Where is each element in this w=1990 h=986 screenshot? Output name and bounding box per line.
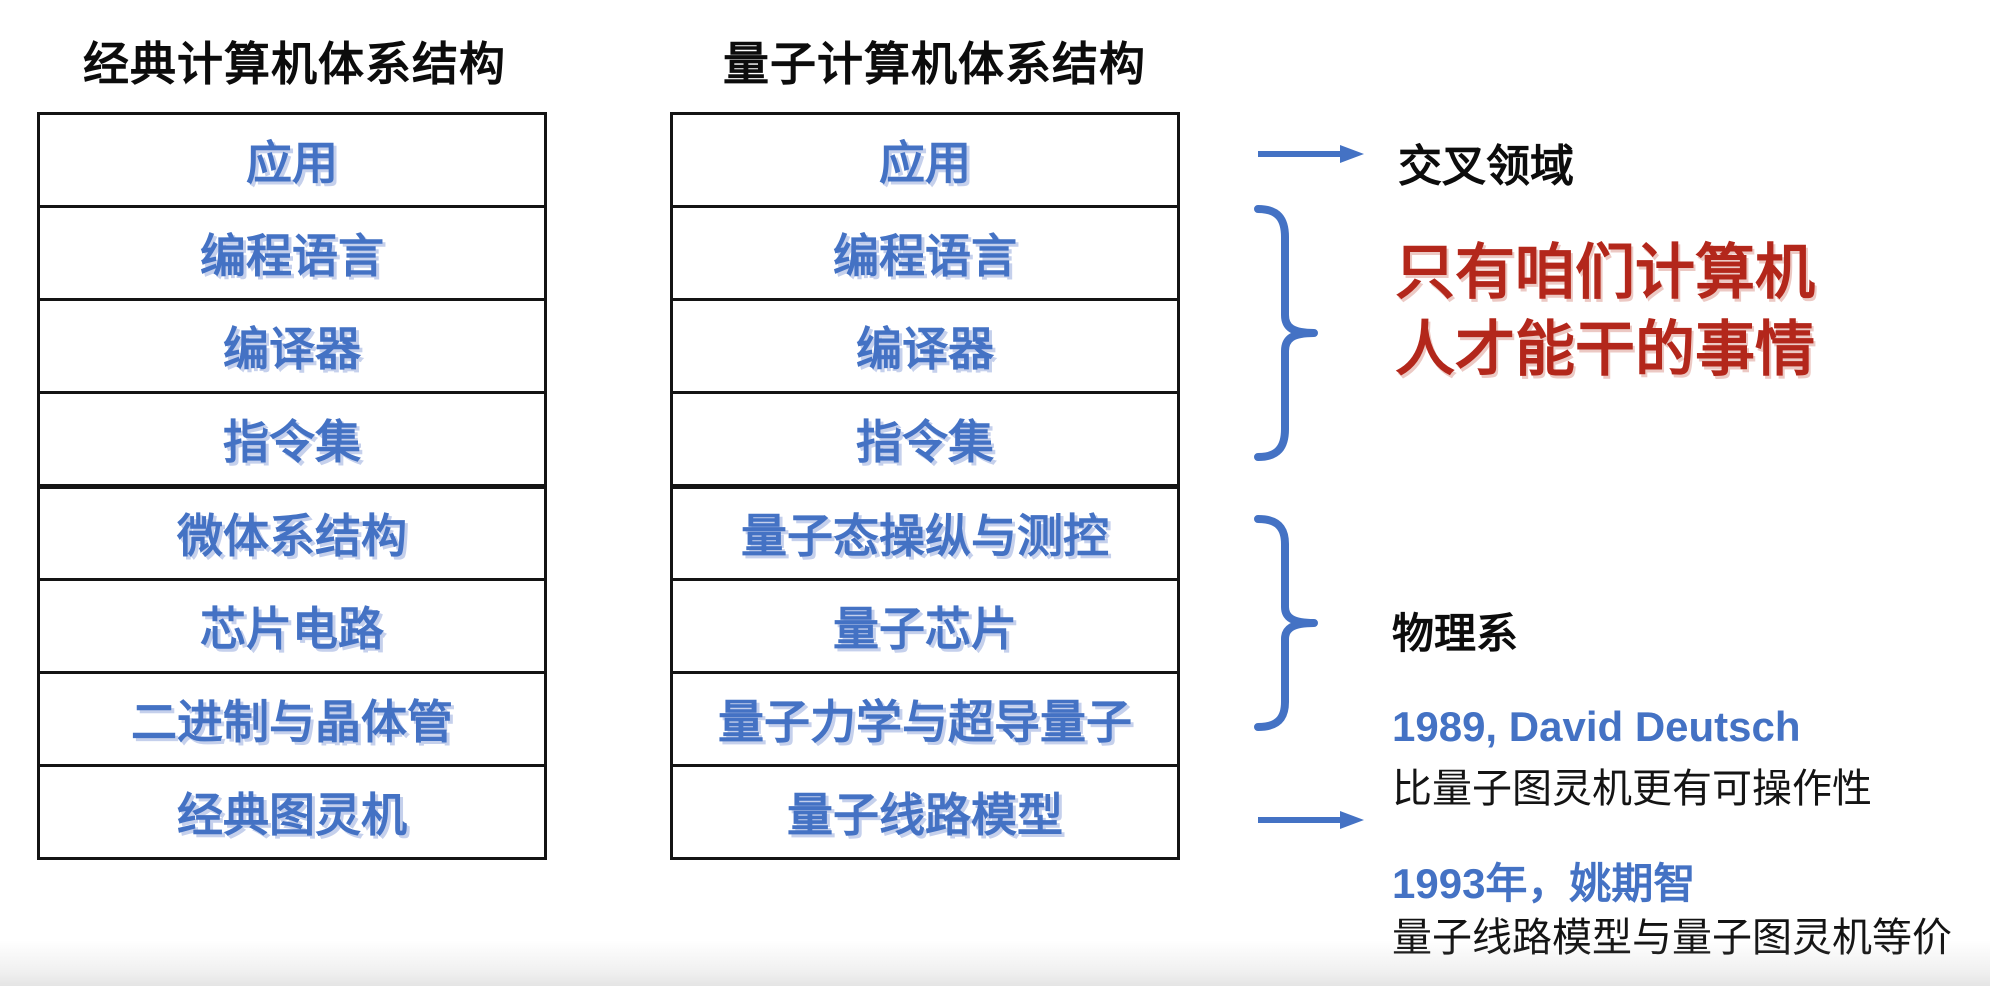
quantum-column-title: 量子计算机体系结构 <box>723 38 1146 90</box>
quantum-architecture-stack: 应用 编程语言 编译器 指令集 量子态操纵与测控 量子芯片 量子力学与超导量子 … <box>670 112 1180 860</box>
brace-icon <box>1254 515 1318 731</box>
deutsch-1989-heading: 1989, David Deutsch <box>1392 703 1801 750</box>
layer-programming-language: 编程语言 <box>673 204 1177 298</box>
deutsch-1989-note: 比量子图灵机更有可操作性 <box>1392 767 1872 811</box>
arrow-right-icon <box>1258 811 1364 829</box>
layer-classical-turing-machine: 经典图灵机 <box>40 764 544 857</box>
layer-programming-language: 编程语言 <box>40 204 544 298</box>
layer-quantum-circuit-model: 量子线路模型 <box>673 764 1177 857</box>
layer-quantum-chip: 量子芯片 <box>673 578 1177 671</box>
quantum-software-layers: 应用 编程语言 编译器 指令集 <box>673 115 1177 484</box>
layer-application: 应用 <box>246 136 338 189</box>
layer-compiler: 编译器 <box>673 297 1177 391</box>
bottom-fade-strip <box>0 940 1990 986</box>
layer-instruction-set: 指令集 <box>673 390 1177 484</box>
quantum-hardware-layers: 量子态操纵与测控 量子芯片 量子力学与超导量子 量子线路模型 <box>673 483 1177 858</box>
layer-instruction-set: 指令集 <box>40 390 544 484</box>
layer-application: 应用 <box>879 136 971 189</box>
brace-icon <box>1254 205 1318 461</box>
classical-architecture-stack: 应用 编程语言 编译器 指令集 微体系结构 芯片电路 二进制与晶体管 经典图灵机 <box>37 112 547 860</box>
cs-only-line1: 只有咱们计算机 <box>1395 239 1815 306</box>
yao-1993-note: 量子线路模型与量子图灵机等价 <box>1392 916 1952 960</box>
cs-only-line2: 人才能干的事情 <box>1395 316 1815 383</box>
layer-binary-transistor: 二进制与晶体管 <box>40 671 544 764</box>
classical-hardware-layers: 微体系结构 芯片电路 二进制与晶体管 经典图灵机 <box>40 483 544 858</box>
layer-quantum-state-control: 量子态操纵与测控 <box>741 510 1109 563</box>
layer-microarchitecture: 微体系结构 <box>177 510 407 563</box>
classical-column-title: 经典计算机体系结构 <box>83 38 506 90</box>
cs-only-callout: 只有咱们计算机 人才能干的事情 <box>1395 234 1815 388</box>
cross-domain-label: 交叉领域 <box>1398 142 1574 191</box>
classical-software-layers: 应用 编程语言 编译器 指令集 <box>40 115 544 484</box>
layer-compiler: 编译器 <box>40 297 544 391</box>
arrow-right-icon <box>1258 145 1364 163</box>
layer-chip-circuit: 芯片电路 <box>40 578 544 671</box>
yao-1993-heading: 1993年，姚期智 <box>1392 860 1696 907</box>
physics-dept-label: 物理系 <box>1392 610 1519 657</box>
layer-quantum-mechanics-superconducting: 量子力学与超导量子 <box>673 671 1177 764</box>
